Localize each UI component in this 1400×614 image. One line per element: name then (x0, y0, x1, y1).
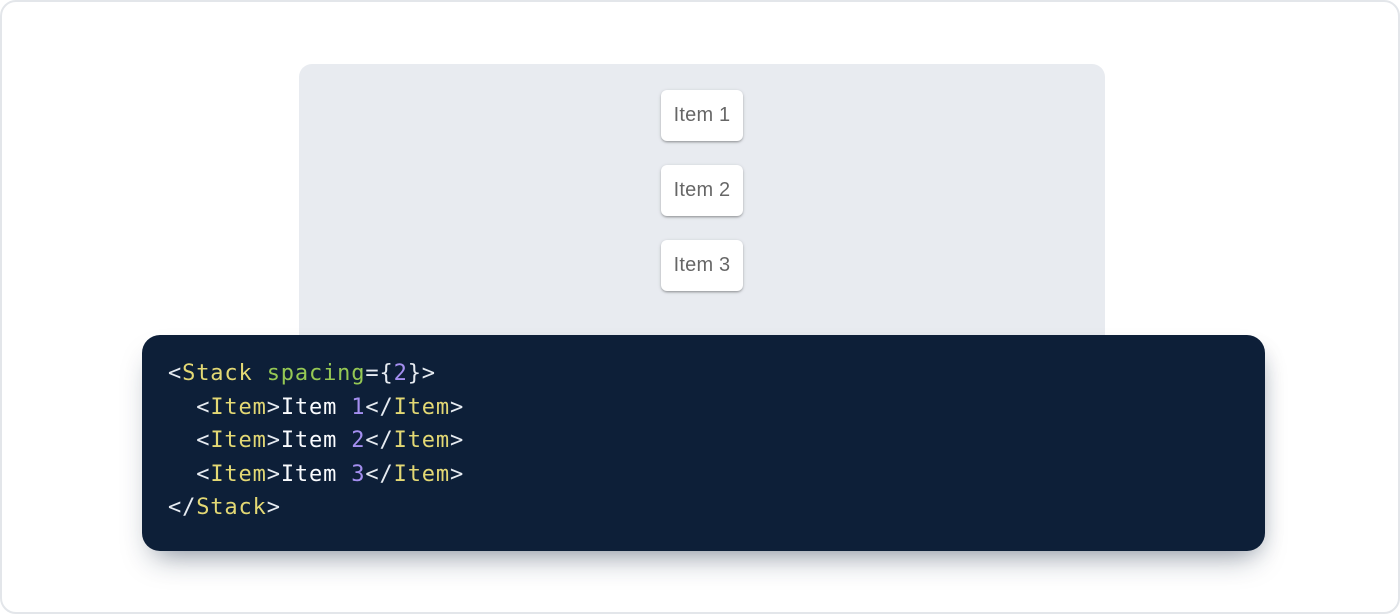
stack-item-label: Item 2 (673, 179, 731, 201)
stack-item-label: Item 1 (673, 104, 731, 126)
code-snippet: <Stack spacing={2}> <Item>Item 1</Item> … (168, 361, 465, 521)
stack-item-card: Item 3 (661, 240, 743, 291)
stack-item-card: Item 2 (661, 165, 743, 216)
stack-item-card: Item 1 (661, 90, 743, 141)
stack-item-label: Item 3 (673, 254, 731, 276)
code-block: <Stack spacing={2}> <Item>Item 1</Item> … (142, 335, 1265, 551)
